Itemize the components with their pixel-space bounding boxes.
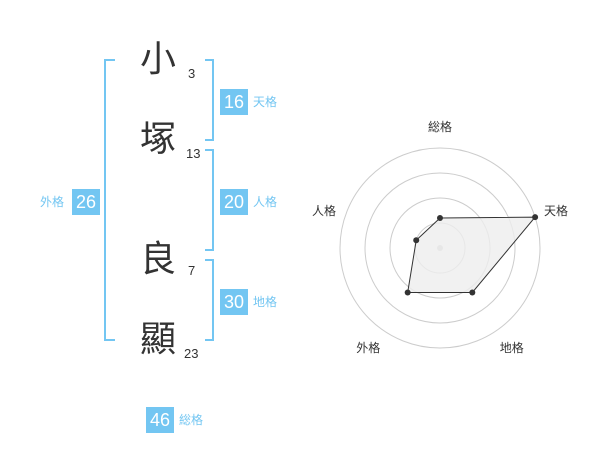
name-char-2: 塚 (140, 119, 177, 160)
stroke-count-1: 3 (188, 66, 196, 81)
tenkaku-label: 天格 (253, 95, 278, 109)
radar-point-5 (413, 237, 420, 244)
name-char-3: 良 (140, 239, 177, 280)
radar-axis-label-1: 総格 (428, 120, 453, 134)
stroke-count-3: 7 (188, 263, 196, 278)
radar-point-2 (532, 214, 539, 221)
name-char-1: 小 (140, 39, 177, 80)
jinkaku-value: 20 (220, 189, 248, 215)
stroke-count-2: 13 (186, 146, 201, 161)
radar-axis-label-2: 天格 (544, 204, 569, 219)
gaikaku-label: 外格 (40, 195, 65, 209)
tenkaku-bracket (205, 59, 214, 141)
radar-ring-3 (364, 172, 516, 324)
radar-axis-label-5: 人格 (311, 204, 336, 219)
chikaku-bracket (205, 259, 214, 341)
radar-point-4 (404, 289, 411, 296)
radar-point-3 (469, 289, 476, 296)
tenkaku-value: 16 (220, 89, 248, 115)
chikaku-value: 30 (220, 289, 248, 315)
jinkaku-bracket (205, 149, 214, 251)
stroke-count-4: 23 (184, 346, 199, 361)
radar-axis-label-4: 外格 (356, 340, 381, 355)
radar-axis-label-3: 地格 (499, 340, 524, 355)
radar-point-1 (437, 215, 443, 221)
radar-polygon (407, 216, 537, 293)
gaikaku-bracket (104, 59, 115, 341)
chikaku-label: 地格 (253, 295, 278, 309)
name-char-4: 顯 (140, 319, 177, 360)
gaikaku-value: 26 (72, 189, 100, 215)
soukaku-value: 46 (146, 407, 174, 433)
soukaku-label: 総格 (179, 413, 204, 427)
radar-ring-4 (339, 147, 541, 349)
jinkaku-label: 人格 (253, 195, 278, 209)
